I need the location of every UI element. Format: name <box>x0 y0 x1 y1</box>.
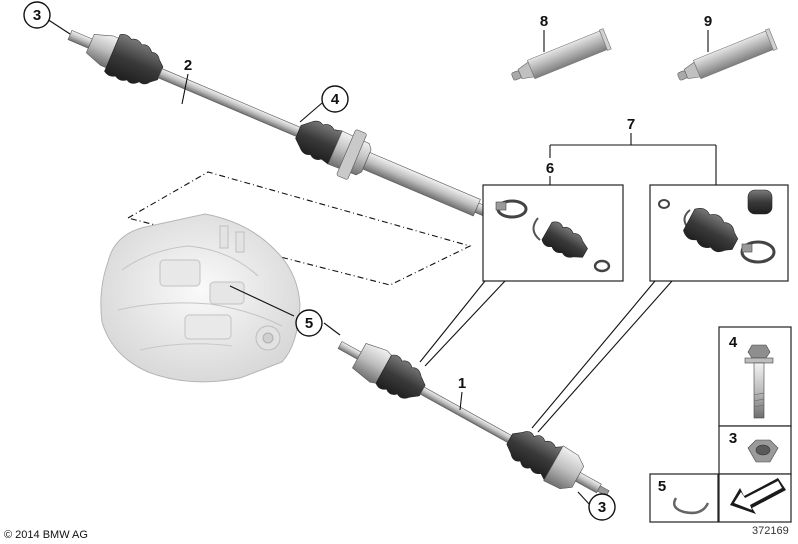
gearbox-housing <box>100 213 301 383</box>
legend-label-5: 5 <box>658 478 666 495</box>
document-number: 372169 <box>752 525 789 537</box>
svg-text:3: 3 <box>33 7 41 24</box>
callout-9: 9 <box>704 13 712 30</box>
callout-1: 1 <box>458 375 466 392</box>
callout-7: 7 <box>627 116 635 133</box>
repair-kit-box-6 <box>482 184 624 282</box>
upper-drive-shaft <box>67 30 518 228</box>
legend-label-3: 3 <box>729 430 737 447</box>
callout-6: 6 <box>546 160 554 177</box>
repair-kit-box-7 <box>649 184 789 282</box>
dashed-frame <box>126 171 472 286</box>
nut-icon <box>747 439 779 463</box>
grease-tube-9 <box>677 28 778 81</box>
callout-3-top: 3 <box>23 1 51 29</box>
callout-2: 2 <box>184 57 192 74</box>
svg-text:3: 3 <box>598 499 606 516</box>
bolt-icon <box>744 344 774 419</box>
callout-4: 4 <box>321 85 349 113</box>
grease-tube-8 <box>511 28 612 81</box>
fastener-legend <box>649 326 792 523</box>
callout-5: 5 <box>295 309 323 337</box>
circlip-icon <box>673 497 710 515</box>
leader-lines <box>46 18 717 506</box>
lower-drive-shaft <box>337 341 610 497</box>
copyright-notice: © 2014 BMW AG <box>4 529 88 541</box>
svg-text:5: 5 <box>305 315 313 332</box>
callout-3-bottom: 3 <box>588 493 616 521</box>
callout-8: 8 <box>540 13 548 30</box>
legend-label-4: 4 <box>729 334 738 351</box>
svg-text:4: 4 <box>331 91 340 108</box>
direction-arrow-icon <box>730 478 786 514</box>
